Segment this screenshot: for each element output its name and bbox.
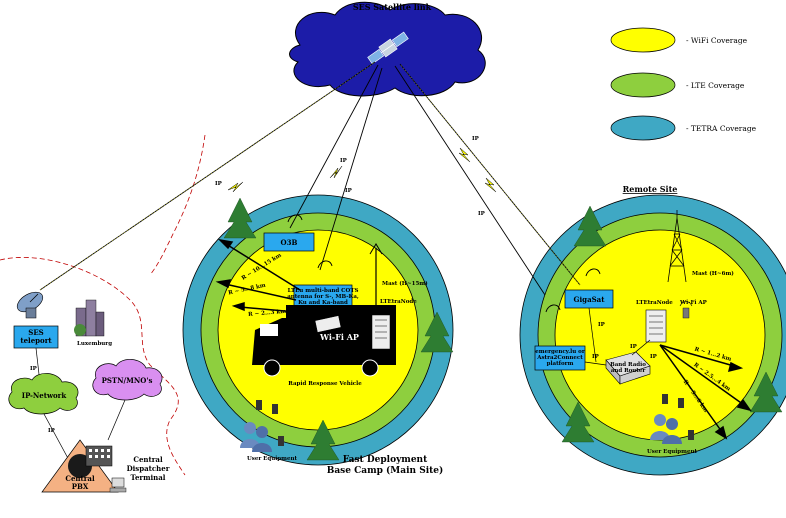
- remote-mast-label: Mast (H~6m): [692, 270, 734, 277]
- ip-label-network: IP: [48, 428, 55, 434]
- ip-network-label: IP-Network: [22, 391, 67, 400]
- remote-wifi-ap-label: Wi-Fi AP: [679, 300, 707, 306]
- main-user-equipment-icon: [240, 400, 284, 452]
- remote-user-equipment-icon: [650, 394, 694, 444]
- luxemburg-label: Luxemburg: [77, 341, 112, 347]
- remote-site-coverage: [519, 194, 786, 476]
- satellite-links: [39, 61, 581, 296]
- legend-swatch-tetra: [610, 115, 676, 141]
- diagram-title: SES Satellite link: [353, 2, 432, 12]
- ip-network-cloud: IP-Network: [8, 373, 79, 415]
- ip-label-left: IP: [215, 181, 222, 187]
- separator-left: [0, 257, 186, 476]
- router-icon: [605, 351, 651, 385]
- o3b-label: O3B: [281, 238, 298, 247]
- remote-ltetranode-label: LTEtraNode: [636, 300, 673, 306]
- remote-site-caption: Remote Site: [623, 184, 678, 194]
- teleport-dish-icon: [16, 291, 44, 319]
- tree-icon: [223, 197, 783, 461]
- gigasat-label: GigaSat: [574, 295, 606, 304]
- pstn-cloud: PSTN/MNO's: [92, 359, 163, 401]
- main-ltetranode-label: LTEtraNode: [380, 299, 417, 305]
- ip-label-emergency: IP: [472, 136, 479, 142]
- main-radius-arrows: [215, 238, 301, 313]
- ip-label-o3b: IP: [340, 158, 347, 164]
- main-user-equipment-label: User Equipment: [247, 456, 297, 462]
- ip-label-gigasat: IP: [478, 211, 485, 217]
- pstn-label: PSTN/MNO's: [102, 376, 153, 385]
- ip-label-emergency-router: IP: [592, 354, 599, 360]
- satellite-icon: [367, 31, 409, 65]
- legend-swatch-wifi: [610, 27, 676, 53]
- ip-label-cots: IP: [345, 188, 352, 194]
- legend: - WiFi Coverage - LTE Coverage - TETRA C…: [610, 27, 757, 141]
- legend-swatch-lte: [610, 72, 676, 98]
- ip-label-teleport: IP: [30, 366, 37, 372]
- separator-upper: [149, 134, 206, 276]
- remote-user-equipment-label: User Equipment: [647, 449, 697, 455]
- luxemburg-buildings-icon: [74, 299, 105, 337]
- lightning-marks: [227, 147, 497, 193]
- remote-wifi-ap-icon: [679, 301, 693, 319]
- legend-label-tetra: - TETRA Coverage: [686, 124, 757, 133]
- ip-label-router-node-1: IP: [630, 344, 637, 350]
- remote-radius-arrows: [659, 344, 752, 440]
- main-wifi-ap-label: Wi-Fi AP: [319, 332, 359, 342]
- legend-label-lte: - LTE Coverage: [686, 81, 745, 90]
- legend-label-wifi: - WiFi Coverage: [686, 36, 748, 45]
- main-radius-3: R ~ 2...3 km: [248, 309, 287, 318]
- rapid-response-vehicle: [252, 305, 396, 377]
- o3b-box: O3B: [263, 214, 315, 252]
- dispatcher-terminal-icon: [109, 477, 127, 493]
- vehicle-label: Rapid Response Vehicle: [288, 381, 362, 387]
- ip-label-gigasat-router: IP: [598, 322, 605, 328]
- remote-tower-icon: [667, 210, 687, 283]
- ip-label-router-node-2: IP: [650, 354, 657, 360]
- main-mast-label: Mast (H~15m): [382, 280, 428, 287]
- remote-ltetranode-icon: [645, 309, 667, 343]
